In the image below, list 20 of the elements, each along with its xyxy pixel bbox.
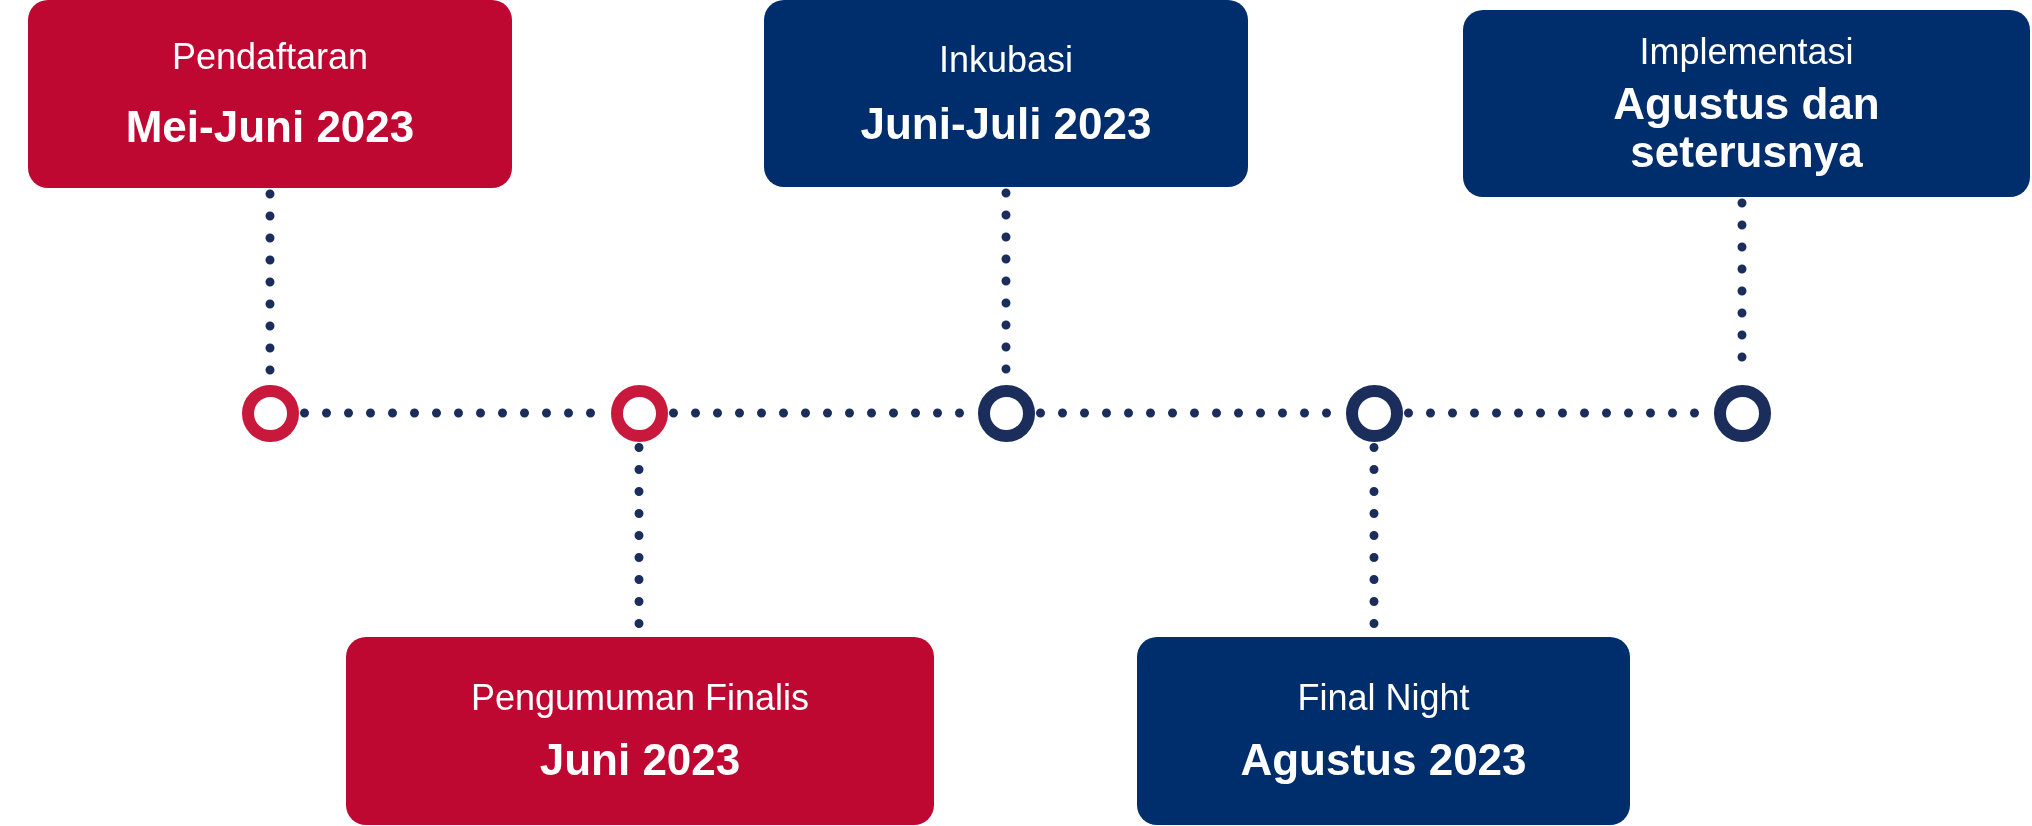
timeline-card [28,0,512,188]
stage-title: Implementasi [1639,31,1854,72]
stage-date: Juni-Juli 2023 [860,99,1152,148]
stage-title: Pengumuman Finalis [470,678,810,718]
stage-date: Mei-Juni 2023 [125,103,415,151]
timeline-card [1463,10,2030,197]
stage-date: Agustus 2023 [1240,736,1527,784]
stage-date: Juni 2023 [539,736,741,784]
stage-title: Pendaftaran [171,37,369,77]
milestone-ring [1713,384,1771,442]
timeline-card [346,637,934,825]
timeline-card [764,0,1248,187]
stage-title: Inkubasi [938,39,1074,80]
milestone-ring [610,384,668,442]
stage-date: Agustus dan seterusnya [1612,79,1881,176]
milestone-ring [977,384,1035,442]
milestone-ring [1345,384,1403,442]
milestone-ring [241,384,299,442]
stage-title: Final Night [1297,678,1470,718]
timeline-card [1137,637,1630,825]
